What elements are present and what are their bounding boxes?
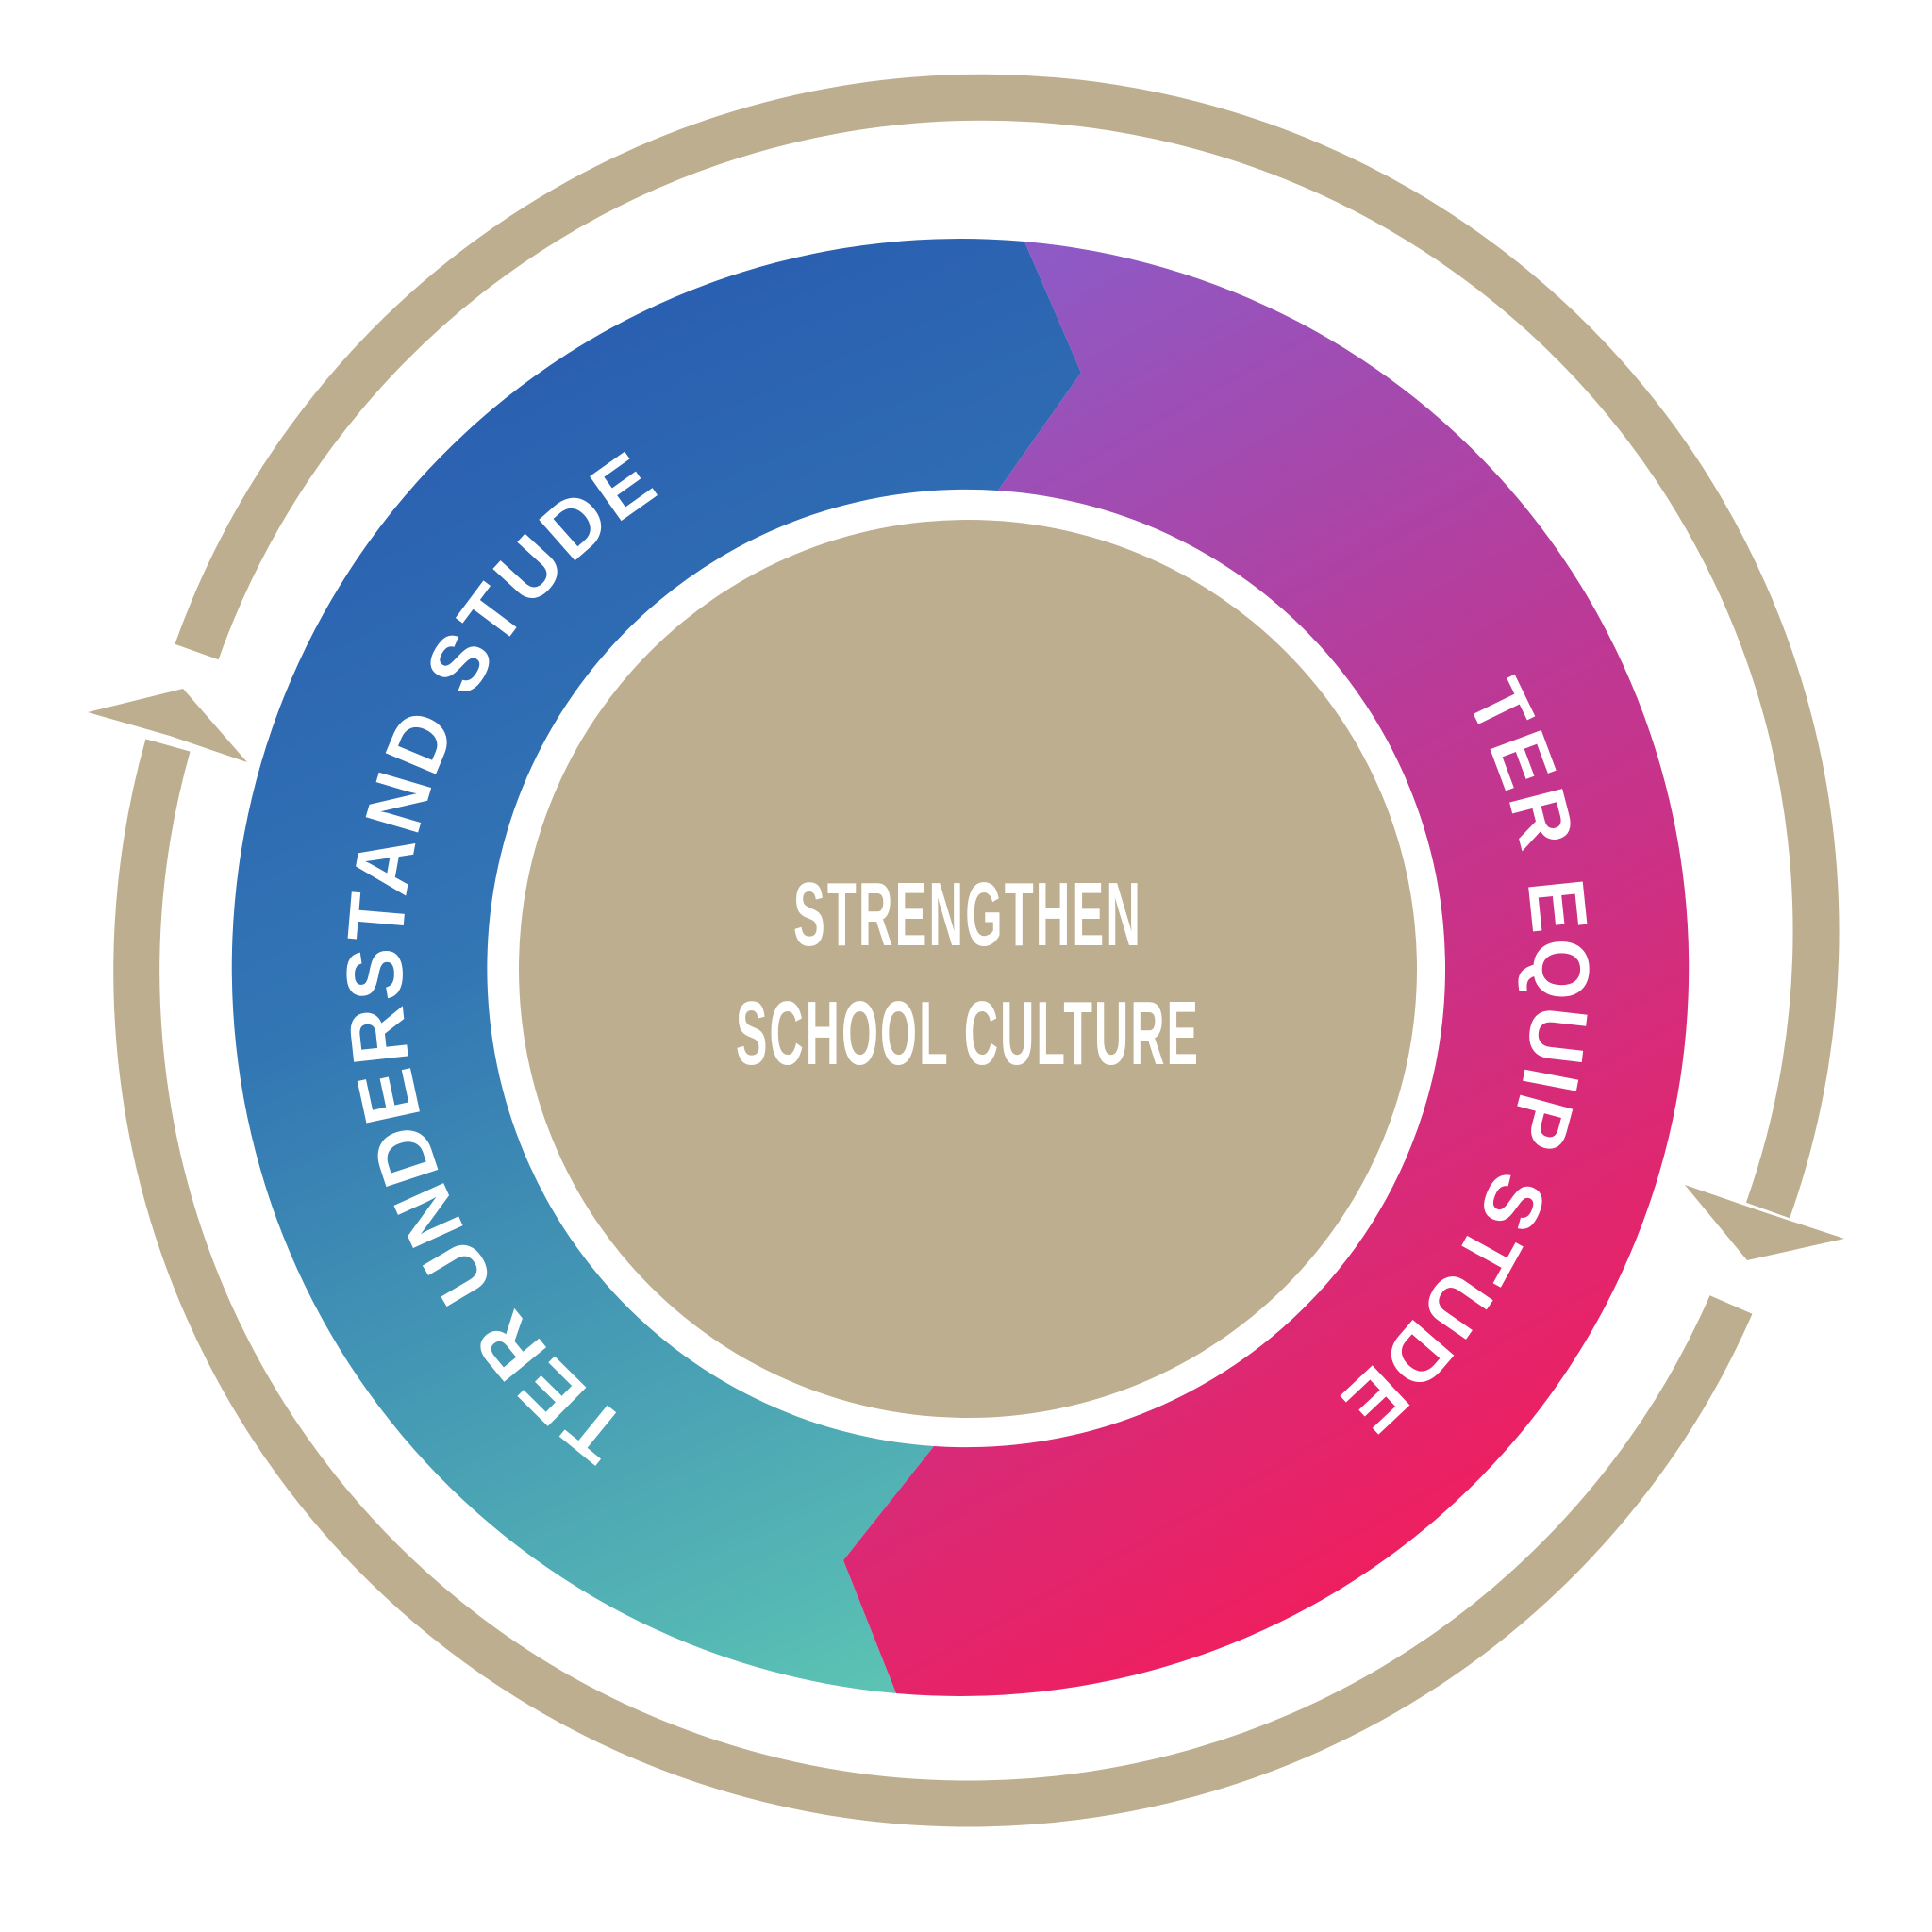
cycle-arrow-lower: [88, 689, 1753, 1827]
center-title-line2: SCHOOL CULTURE: [736, 983, 1200, 1084]
segment-better-understand-students: [231, 239, 1081, 1693]
segment-better-equip-students: [843, 242, 1690, 1696]
center-title-line1: STRENGTHEN: [793, 864, 1142, 965]
cycle-arrow-upper: [175, 74, 1844, 1260]
center-circle: [519, 520, 1417, 1418]
